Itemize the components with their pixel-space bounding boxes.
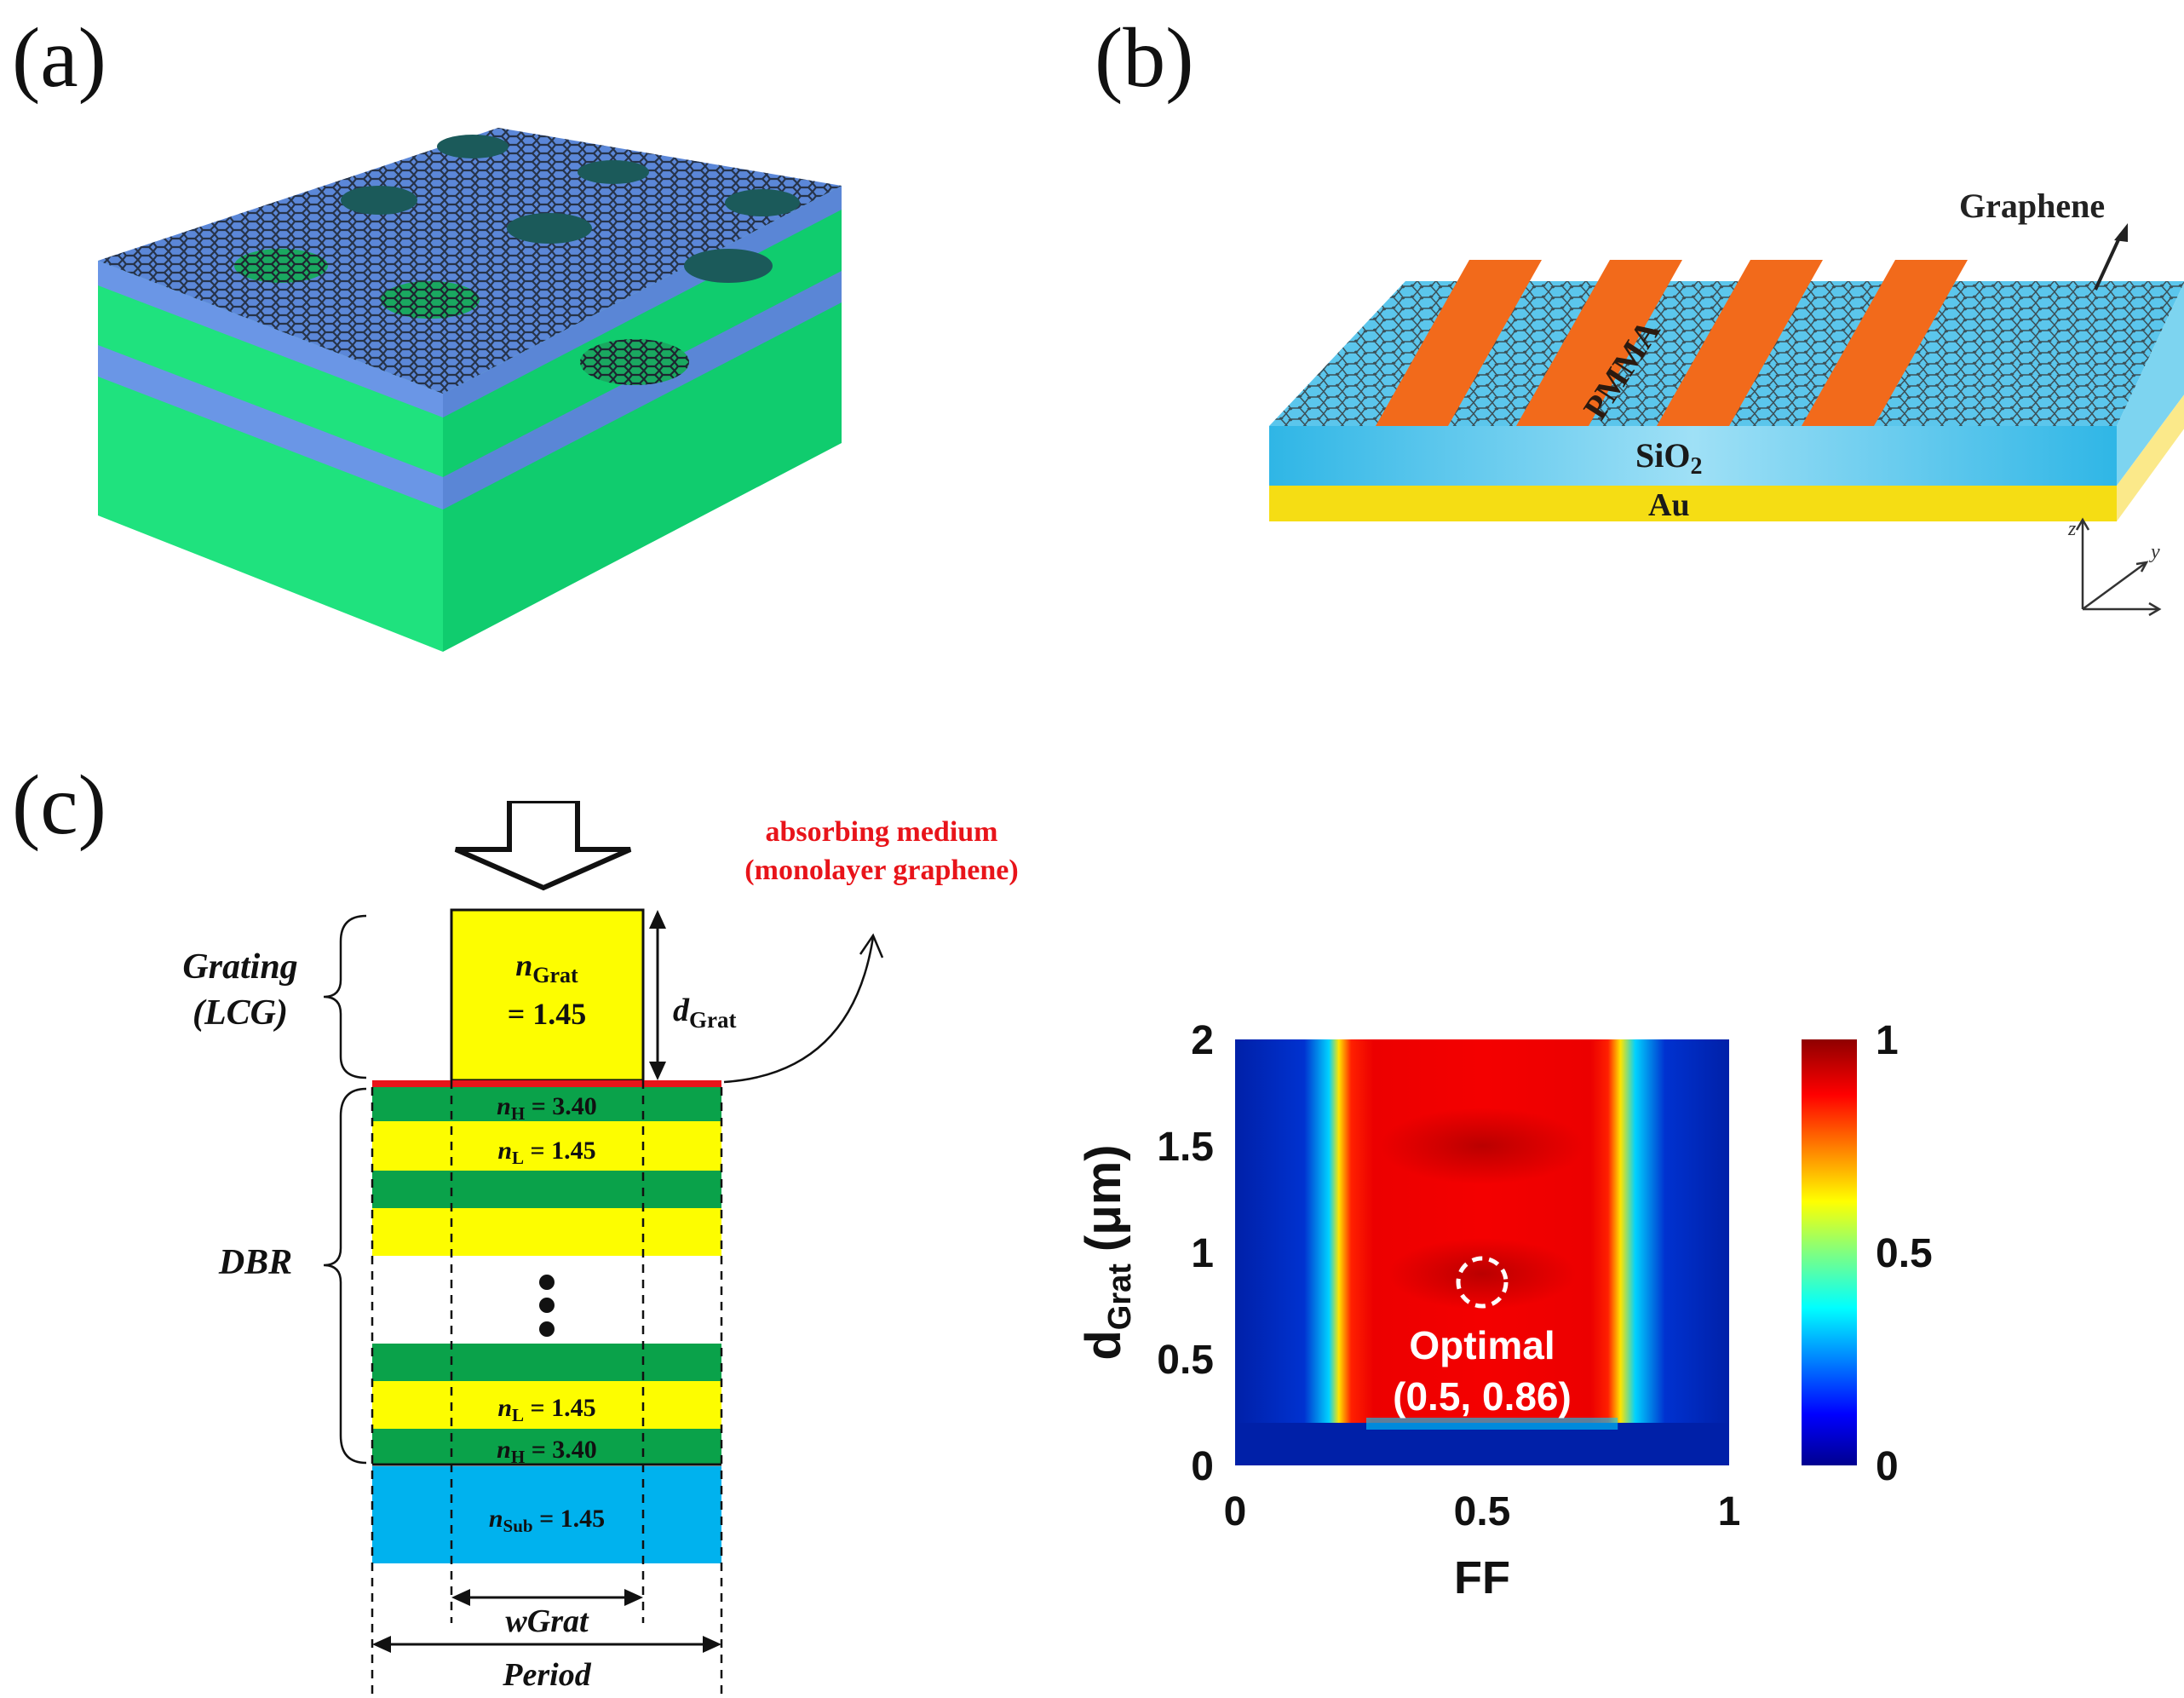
panel-c-schematic: nGrat = 1.45 dGrat Grating (LCG) absorbi…: [182, 801, 1019, 1695]
y-tick-label: 0: [1191, 1444, 1214, 1489]
grating-index-value: = 1.45: [508, 997, 587, 1031]
wgrat-dimension-label: wGrat: [505, 1603, 589, 1639]
absorbing-medium-sublabel: (monolayer graphene): [744, 855, 1018, 886]
heatmap-colorbar: 00.51: [1802, 1018, 1933, 1489]
au-layer: [1269, 486, 2117, 521]
x-tick-label: 1: [1718, 1489, 1741, 1534]
graphene-label: Graphene: [1959, 187, 2105, 225]
coordinate-axes: [2075, 517, 2162, 617]
x-tick-label: 0: [1224, 1489, 1247, 1534]
period-dimension-label: Period: [502, 1657, 591, 1693]
x-axis-label: FF: [1454, 1552, 1510, 1603]
au-label: Au: [1648, 487, 1690, 523]
y-tick-label: 2: [1191, 1018, 1214, 1063]
x-tick-label: 0.5: [1454, 1489, 1511, 1534]
y-tick-label: 1: [1191, 1231, 1214, 1276]
graphene-arrow: [2094, 233, 2123, 291]
y-axis-label: dGrat(μm): [1076, 1144, 1138, 1360]
heatmap-high-absorption-band: [1235, 1039, 1729, 1423]
optimal-label: Optimal: [1409, 1323, 1555, 1367]
slab-right-face: [443, 186, 842, 652]
grating-abbr-label: (LCG): [193, 993, 288, 1033]
heatmap-axes: 0 0.5 1 0 0.5 1 1.5 2FF dGrat(μm): [1076, 1018, 1740, 1603]
dbr-nh-top-label: nH = 3.40: [497, 1092, 597, 1124]
axis-y-label: y: [2149, 541, 2160, 563]
heatmap-band-edge: [1366, 1418, 1618, 1430]
panel-label-b: (b): [1095, 10, 1194, 105]
colorbar-tick-label: 0: [1876, 1444, 1899, 1489]
heatmap-resonance-spot: [1388, 1238, 1576, 1309]
heatmap-band-group: [1235, 1039, 1729, 1430]
optimal-coordinates-label: (0.5, 0.86): [1393, 1374, 1572, 1419]
sio2-label: SiO2: [1635, 436, 1702, 480]
heatmap-plot-area: Optimal (0.5, 0.86): [1235, 1039, 1729, 1465]
dbr-name-label: DBR: [218, 1243, 292, 1282]
axis-z-label: z: [2067, 518, 2077, 540]
colorbar-tick-label: 0.5: [1876, 1231, 1933, 1276]
panel-label-c: (c): [12, 757, 106, 852]
dashed-guides: [371, 1080, 723, 1695]
colorbar-gradient: [1802, 1039, 1857, 1465]
panel-a-slab-illustration: [98, 128, 842, 652]
sio2-layer: [1269, 426, 2117, 486]
panel-label-a: (a): [12, 10, 106, 105]
optimal-point-marker: [1456, 1256, 1509, 1309]
grating-block: [450, 908, 645, 1082]
grating-thickness-label: dGrat: [673, 993, 736, 1033]
slab-front-face: [98, 261, 443, 652]
slab-holes: [234, 135, 800, 385]
heatmap-resonance-spot: [1380, 1108, 1584, 1184]
dbr-stack: [372, 1087, 721, 1466]
substrate-layer: [372, 1466, 721, 1563]
dbr-ellipsis-dots: [539, 1275, 555, 1337]
substrate-index-label: nSub = 1.45: [489, 1505, 605, 1536]
pmma-stripes: [1376, 260, 1968, 426]
absorbing-medium-label: absorbing medium: [766, 816, 998, 848]
dbr-nl-top-label: nL = 1.45: [497, 1137, 595, 1168]
colorbar-tick-label: 1: [1876, 1018, 1899, 1063]
dbr-nh-bottom-label: nH = 3.40: [497, 1436, 597, 1467]
dbr-nl-bottom-label: nL = 1.45: [497, 1394, 595, 1425]
grating-name-label: Grating: [182, 947, 297, 987]
incident-light-arrow: [454, 801, 632, 891]
panel-b-device-illustration: PMMA SiO2 Au Graphene z y: [1269, 187, 2184, 617]
y-tick-label: 0.5: [1157, 1338, 1214, 1383]
y-tick-label: 1.5: [1157, 1125, 1214, 1170]
grating-index-label: nGrat: [515, 948, 578, 987]
graphene-absorber-layer: [372, 1080, 721, 1087]
